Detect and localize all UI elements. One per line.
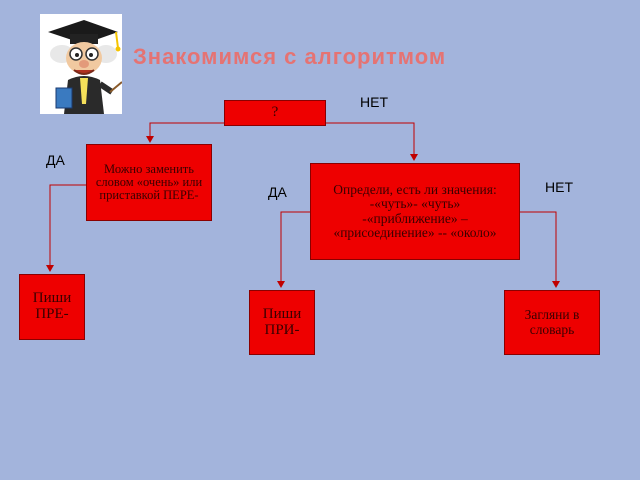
yes-label-mid: ДА bbox=[268, 184, 287, 200]
question-node: ? bbox=[224, 100, 326, 126]
arrow-replace-to-pre bbox=[46, 184, 86, 272]
arrow-meaning-to-dictionary bbox=[520, 211, 560, 288]
yes-label-left: ДА bbox=[46, 152, 65, 168]
arrow-meaning-to-pri bbox=[277, 211, 310, 288]
professor-logo-icon bbox=[40, 14, 123, 114]
meaning-check-node: Определи, есть ли значения: -«чуть»- «чу… bbox=[310, 163, 520, 260]
no-label-top: НЕТ bbox=[360, 94, 388, 110]
write-pre-node: Пиши ПРЕ- bbox=[19, 274, 85, 340]
dictionary-node: Загляни в словарь bbox=[504, 290, 600, 355]
replace-check-node: Можно заменить словом «очень» или приста… bbox=[86, 144, 212, 221]
no-label-right: НЕТ bbox=[545, 179, 573, 195]
arrow-question-to-meaning bbox=[326, 122, 418, 161]
write-pri-node: Пиши ПРИ- bbox=[249, 290, 315, 355]
arrow-question-to-replace bbox=[146, 122, 224, 143]
page-title: Знакомимся с алгоритмом bbox=[133, 44, 447, 69]
